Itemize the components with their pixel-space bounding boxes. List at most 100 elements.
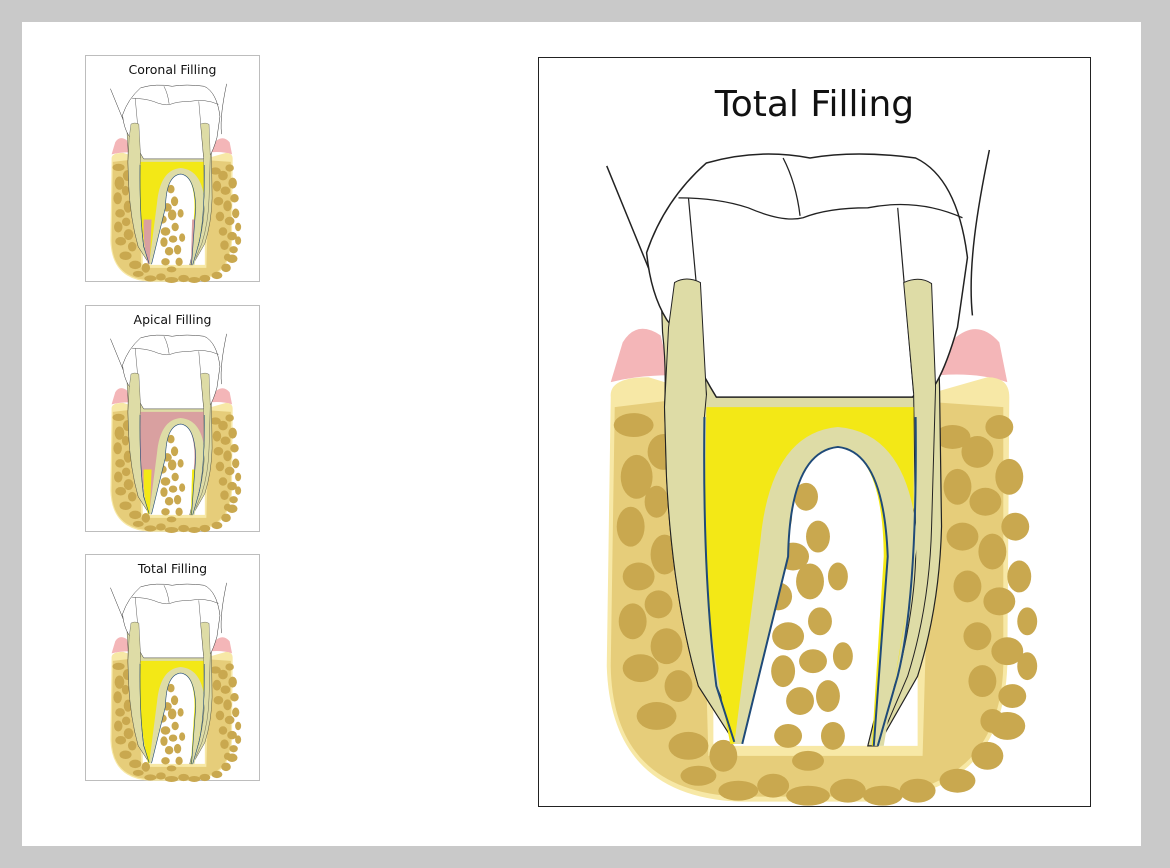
gum-left xyxy=(112,637,130,653)
bone-cell xyxy=(235,223,241,231)
bone-cell xyxy=(133,521,144,527)
bone-cell xyxy=(175,508,182,516)
bone-cell xyxy=(122,436,129,446)
figure-sheet: Coronal Filling Apical Filling Total Fil… xyxy=(22,22,1141,846)
bone-cell xyxy=(230,693,238,701)
bone-cell xyxy=(199,525,210,532)
bone-cell xyxy=(144,525,156,531)
bone-cell xyxy=(124,229,134,240)
bone-cell xyxy=(178,708,184,716)
bone-cell xyxy=(213,181,221,192)
bone-cell xyxy=(816,680,840,712)
bone-cell xyxy=(115,736,126,744)
bone-cell xyxy=(228,178,236,189)
bone-cell xyxy=(221,514,231,522)
bone-cell xyxy=(128,242,136,252)
bone-cell xyxy=(833,642,853,670)
bone-cell xyxy=(169,235,177,242)
bone-cell xyxy=(168,459,176,470)
bone-cell xyxy=(214,447,224,455)
bone-cell xyxy=(221,436,231,444)
gum-line-right xyxy=(221,583,227,633)
bone-cell xyxy=(171,695,178,705)
bone-cell xyxy=(214,197,224,205)
bone-cell xyxy=(235,735,241,743)
bone-cell xyxy=(214,696,224,704)
bone-cell xyxy=(113,442,121,454)
panel-title: Coronal Filling xyxy=(86,62,259,77)
bone-cell xyxy=(122,685,129,695)
bone-cell xyxy=(172,473,179,481)
tooth-diagram-coronal xyxy=(86,56,261,283)
bone-cell xyxy=(995,459,1023,495)
bone-cell xyxy=(174,744,181,754)
bone-cell xyxy=(969,488,1001,516)
bone-cell xyxy=(947,523,979,551)
bone-cell xyxy=(221,264,231,272)
bone-cell xyxy=(188,527,200,533)
bone-cell xyxy=(115,708,125,716)
bone-cell xyxy=(225,217,235,225)
bone-cell xyxy=(133,770,144,776)
bone-cell xyxy=(221,186,231,194)
bone-cell xyxy=(619,603,647,639)
bone-cell xyxy=(228,677,236,688)
gum-left xyxy=(611,329,671,382)
bone-cell xyxy=(113,164,125,171)
bone-cell xyxy=(623,654,659,682)
bone-cell xyxy=(645,486,669,518)
bone-cell xyxy=(161,258,169,265)
panel-total-filling: Total Filling xyxy=(85,554,260,781)
bone-cell xyxy=(165,527,178,533)
bone-cell xyxy=(156,772,166,779)
bone-cell xyxy=(165,277,178,283)
bone-cell xyxy=(128,741,136,751)
bone-cell xyxy=(129,511,141,519)
panel-title: Apical Filling xyxy=(86,312,259,327)
bone-cell xyxy=(229,745,237,752)
bone-cell xyxy=(961,436,993,468)
bone-cell xyxy=(792,751,824,771)
bone-cell xyxy=(172,722,179,730)
bone-cell xyxy=(953,570,981,602)
bone-cell xyxy=(174,495,181,505)
bone-cell xyxy=(232,459,239,469)
bone-cell xyxy=(122,218,130,226)
bone-cell xyxy=(224,504,231,511)
bone-cell xyxy=(219,477,227,485)
bone-cell xyxy=(114,472,122,483)
bone-cell xyxy=(142,513,150,523)
bone-cell xyxy=(223,699,231,710)
bone-cell xyxy=(119,751,131,759)
tooth-diagram-total xyxy=(86,555,261,782)
bone-cell xyxy=(115,237,126,245)
bone-cell xyxy=(771,655,795,687)
bone-cell xyxy=(119,502,131,510)
bone-cell xyxy=(113,691,121,703)
bone-cell xyxy=(169,734,177,741)
bone-cell xyxy=(863,786,903,806)
bone-cell xyxy=(224,254,231,261)
bone-cell xyxy=(115,459,125,467)
bone-cell xyxy=(232,209,239,219)
bone-cell xyxy=(165,776,178,782)
bone-cell xyxy=(168,708,176,719)
bone-cell xyxy=(160,487,167,497)
bone-cell xyxy=(175,258,182,266)
bone-cell xyxy=(940,769,976,793)
bone-cell xyxy=(806,521,830,553)
bone-cell xyxy=(1007,561,1031,593)
bone-cell xyxy=(178,774,189,781)
bone-cell xyxy=(221,685,231,693)
bone-cell xyxy=(828,563,848,591)
bone-cell xyxy=(165,746,173,754)
bone-cell xyxy=(211,272,222,279)
bone-cell xyxy=(971,742,1003,770)
bone-cell xyxy=(216,212,224,222)
bone-cell xyxy=(645,590,673,618)
bone-cell xyxy=(178,275,189,282)
bone-cell xyxy=(216,711,224,721)
bone-cell xyxy=(144,774,156,780)
bone-cell xyxy=(168,209,176,220)
bone-cell xyxy=(161,757,169,764)
